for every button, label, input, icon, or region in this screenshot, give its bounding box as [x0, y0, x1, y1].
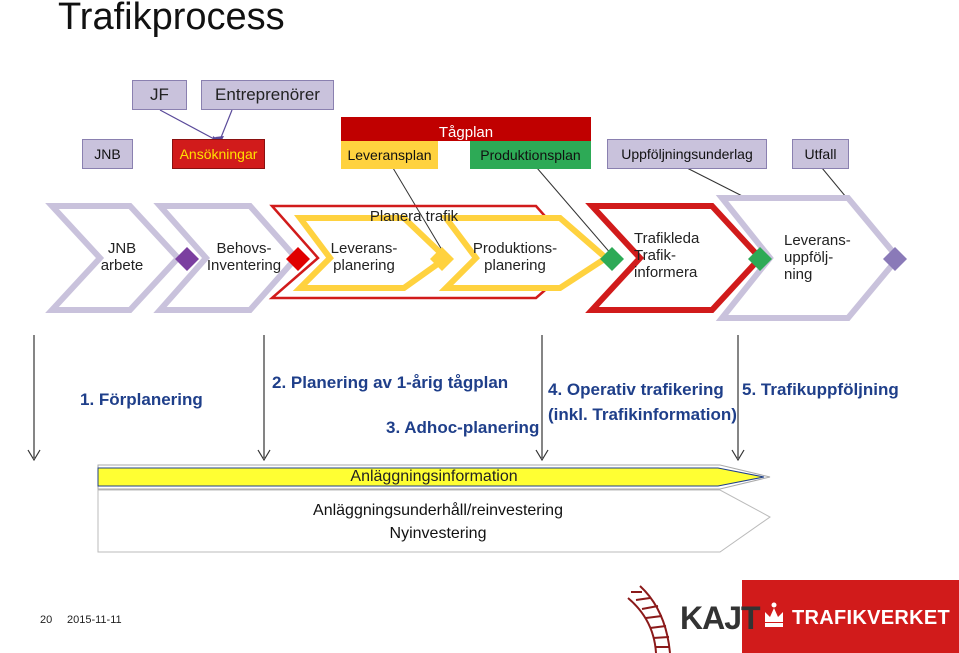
ansokningar-box: Ansökningar — [172, 139, 265, 169]
entreprenorer-box: Entreprenörer — [201, 80, 334, 110]
phase-1: 1. Förplanering — [80, 390, 203, 409]
crown-icon — [762, 600, 786, 630]
trafikverket-logo-text: TRAFIKVERKET — [792, 607, 951, 629]
kajt-logo-text: KAJT — [680, 600, 761, 636]
connector-line — [536, 167, 613, 256]
connector-line — [392, 167, 443, 251]
phase-4-note: (inkl. Trafikinformation) — [548, 405, 737, 424]
chevron-label-behovsinventering: Behovs-Inventering — [206, 240, 282, 274]
chevron-trafikleda — [585, 203, 765, 313]
connector-line — [219, 109, 233, 141]
chevron-label-leveransplanering: Leverans-planering — [330, 240, 398, 274]
diamond-marker — [286, 247, 310, 271]
diamond-marker — [748, 247, 772, 271]
chevron-label-leveransuppfoljning: Leverans-uppfölj-ning — [784, 232, 851, 283]
chevron-jnb-arbete — [45, 203, 183, 313]
chevron-leveransplanering — [292, 215, 451, 291]
anlaggningsinformation-label: Anläggningsinformation — [350, 468, 518, 485]
phase-2: 2. Planering av 1-årig tågplan — [272, 373, 509, 392]
underhall-label: Anläggningsunderhåll/reinvestering — [313, 502, 563, 519]
anlaggningsinformation-arrow — [97, 467, 765, 487]
page-number: 20 — [40, 614, 53, 626]
diamond-marker — [600, 247, 624, 271]
chevron-label-produktionsplanering: Produktions-planering — [472, 240, 558, 274]
page-title: Trafikprocess — [58, 0, 285, 38]
diamond-marker — [883, 247, 907, 271]
footer-white-area — [0, 580, 612, 653]
diamond-marker — [430, 247, 454, 271]
produktionsplan-box: Produktionsplan — [470, 141, 591, 169]
utfall-box: Utfall — [792, 139, 849, 169]
tagplan-box: Tågplan — [341, 117, 591, 141]
nyinvestering-label: Nyinvestering — [389, 525, 487, 542]
diamond-marker — [175, 247, 199, 271]
connector-line — [159, 109, 217, 141]
jf-box: JF — [132, 80, 187, 110]
planera-trafik-label: Planera trafik — [369, 208, 459, 225]
planera-trafik-bracket — [268, 204, 584, 300]
jnb-box: JNB — [82, 139, 133, 169]
chevron-behovsinventering — [153, 203, 301, 313]
footer-date: 2015-11-11 — [67, 614, 122, 626]
phase-4: 4. Operativ trafikering — [548, 380, 724, 399]
uppfoljningsunderlag-box: Uppföljningsunderlag — [607, 139, 767, 169]
chevron-produktionsplanering — [438, 215, 611, 291]
leveransplan-box: Leveransplan — [341, 141, 438, 169]
phase-3: 3. Adhoc-planering — [386, 418, 540, 437]
underhall-arrow — [97, 489, 771, 553]
phase-5: 5. Trafikuppföljning — [742, 380, 899, 399]
